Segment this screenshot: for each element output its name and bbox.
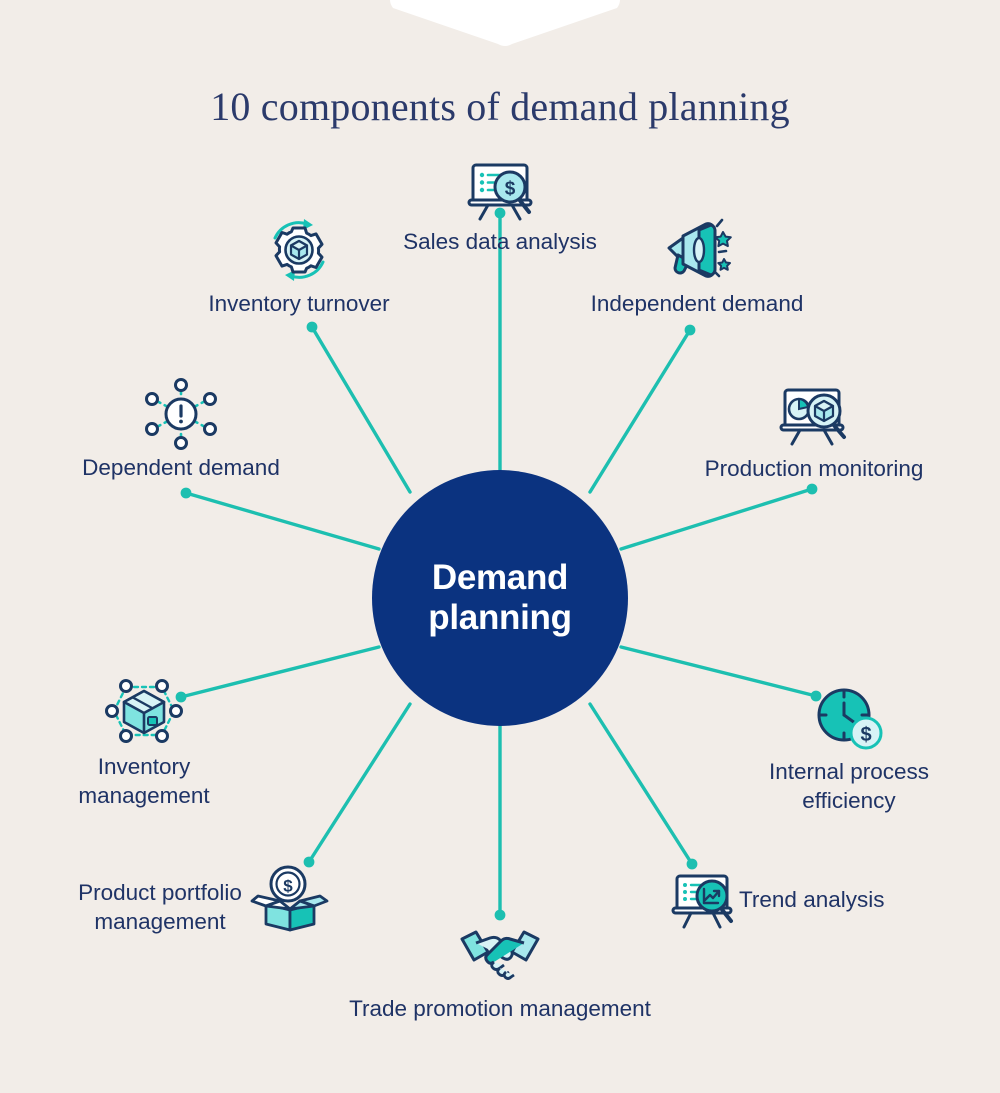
network-alert-glyph [145, 378, 217, 450]
node-label: Inventory management [78, 754, 210, 808]
top-notch-decoration [390, 0, 620, 46]
node-label: Production monitoring [704, 456, 924, 481]
gear-cube-cycle-icon [263, 216, 335, 289]
svg-text:$: $ [505, 179, 516, 200]
presentation-trend-magnifier-icon [667, 873, 743, 936]
handshake-icon [458, 927, 542, 986]
network-alert-icon [143, 378, 219, 455]
page-title: 10 components of demand planning [210, 84, 790, 129]
node-label: Sales data analysis [403, 229, 597, 254]
megaphone-icon [659, 216, 735, 287]
node-label: Internal process efficiency [768, 759, 930, 813]
notch-shape-icon [390, 0, 620, 46]
box-network-icon [102, 675, 186, 752]
open-box-dollar-glyph: $ [250, 865, 329, 932]
handshake-glyph [460, 930, 540, 980]
presentation-dollar-magnifier-icon: $ [461, 160, 539, 227]
node-label: Independent demand [590, 291, 804, 316]
clock-dollar-glyph: $ [817, 688, 883, 750]
node-label: Dependent demand [82, 455, 280, 480]
spoke-endpoint-dots [175, 207, 822, 921]
node-label: Trade promotion management [349, 996, 651, 1021]
clock-dollar-icon: $ [813, 685, 885, 758]
node-label: Product portfolio management [78, 880, 242, 934]
gear-cube-cycle-glyph [273, 219, 325, 281]
center-hub-label: Demand planning [428, 558, 572, 637]
presentation-trend-magnifier-glyph [671, 874, 733, 929]
presentation-cube-magnifier-glyph [779, 388, 846, 446]
box-network-glyph [105, 679, 183, 743]
open-box-dollar-icon: $ [250, 862, 330, 939]
node-label: Inventory turnover [208, 291, 390, 316]
presentation-cube-magnifier-icon [774, 385, 854, 452]
svg-text:$: $ [283, 877, 293, 896]
svg-text:$: $ [860, 724, 871, 746]
presentation-dollar-magnifier-glyph: $ [467, 163, 533, 221]
node-label: Trend analysis [739, 887, 885, 912]
center-hub: Demand planning [372, 470, 628, 726]
megaphone-glyph [667, 218, 732, 278]
